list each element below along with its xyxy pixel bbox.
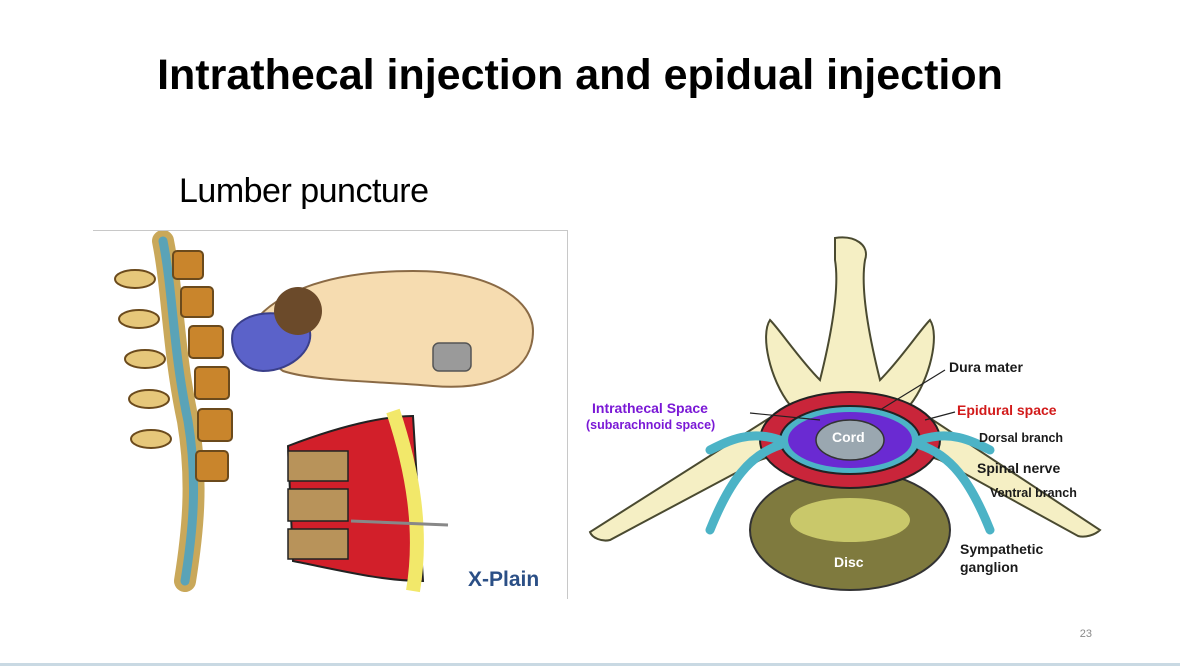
cross-section-drawing (588, 236, 1102, 591)
label-leaders (749, 369, 956, 421)
lumbar-puncture-illustration: X-Plain (93, 230, 568, 599)
spinal-cross-section-diagram: Intrathecal Space (subarachnoid space) D… (580, 230, 1120, 600)
dorsal-branch-label: Dorsal branch (979, 431, 1064, 445)
slide-title: Intrathecal injection and epidual inject… (157, 51, 1003, 99)
vertebra-bone (588, 236, 1102, 542)
slide-number: 23 (1079, 628, 1092, 640)
ganglion-label: ganglion (960, 559, 1019, 575)
dura-mater-label: Dura mater (949, 359, 1023, 375)
slide-subtitle: Lumber puncture (179, 172, 429, 210)
spine-drawing (114, 231, 233, 592)
slide-bottom-border (0, 663, 1180, 666)
disc-nucleus (790, 498, 910, 542)
patient-drawing (231, 269, 535, 388)
needle-insertion-drawing (286, 408, 449, 593)
ventral-branch-label: Ventral branch (990, 486, 1077, 500)
lumbar-puncture-drawing: X-Plain (114, 231, 539, 593)
spinal-nerves (705, 431, 995, 535)
cord-label: Cord (832, 429, 865, 445)
spinal-cord-shape (815, 419, 885, 461)
spinal-nerve-label: Spinal nerve (977, 460, 1061, 476)
subarachnoid-space-label: (subarachnoid space) (586, 418, 716, 432)
intrathecal-space-label: Intrathecal Space (592, 400, 708, 416)
xplain-watermark: X-Plain (468, 568, 539, 591)
epidural-space-label: Epidural space (957, 402, 1057, 418)
sympathetic-label: Sympathetic (960, 541, 1044, 557)
disc-label: Disc (834, 554, 864, 570)
